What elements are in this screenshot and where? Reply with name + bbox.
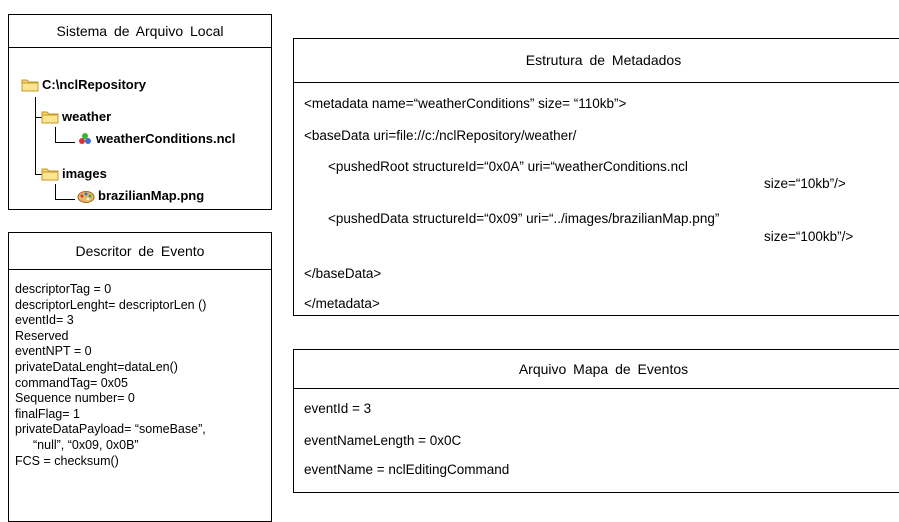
descriptor-line: finalFlag= 1 xyxy=(15,406,80,421)
root-folder-label: C:\nclRepository xyxy=(42,77,147,92)
brazilianmap-file-label: brazilianMap.png xyxy=(98,188,205,203)
weatherconditions-file-label: weatherConditions.ncl xyxy=(96,131,236,146)
descriptor-line: commandTag= 0x05 xyxy=(15,375,128,390)
event-name-line: eventName = nclEditingCommand xyxy=(304,462,510,477)
event-descriptor-title: Descritor de Evento xyxy=(9,233,271,270)
descriptor-line: descriptorLenght= descriptorLen () xyxy=(15,297,207,312)
descriptor-line: eventNPT = 0 xyxy=(15,344,92,359)
event-descriptor-panel: Descritor de Evento descriptorTag = 0 de… xyxy=(8,232,272,522)
basedata-open-tag: <baseData uri=file://c:/nclRepository/we… xyxy=(304,128,577,143)
descriptor-line: eventId= 3 xyxy=(15,313,74,328)
basedata-close-tag: </baseData> xyxy=(304,266,382,281)
metadata-close-tag: </metadata> xyxy=(304,296,380,311)
file-system-panel: Sistema de Arquivo Local C:\nclRepositor… xyxy=(8,14,272,210)
event-descriptor-body: descriptorTag = 0 descriptorLenght= desc… xyxy=(9,270,271,469)
tree-connector xyxy=(55,199,75,200)
tree-file-brazilianmap[interactable]: brazilianMap.png xyxy=(77,188,204,203)
folder-icon xyxy=(41,167,59,181)
event-id-line: eventId = 3 xyxy=(304,401,372,416)
tree-connector xyxy=(55,127,56,143)
pusheddata-tag: <pushedData structureId=“0x09” uri=“../i… xyxy=(328,211,720,226)
tree-connector xyxy=(35,97,36,175)
images-folder-label: images xyxy=(62,166,107,181)
descriptor-line: FCS = checksum() xyxy=(15,453,119,468)
tree-connector xyxy=(35,174,43,175)
pusheddata-size: size=“100kb”/> xyxy=(764,229,854,244)
event-map-panel: Arquivo Mapa de Eventos eventId = 3 even… xyxy=(293,349,899,493)
descriptor-line: privateDataLenght=dataLen() xyxy=(15,359,178,374)
descriptor-line: Reserved xyxy=(15,328,69,343)
descriptor-line: “null”, “0x09, 0x0B” xyxy=(33,437,139,452)
metadata-structure-title: Estrutura de Metadados xyxy=(294,39,899,83)
ncl-file-icon xyxy=(77,132,93,146)
weather-folder-label: weather xyxy=(62,109,112,124)
folder-icon xyxy=(41,110,59,124)
event-name-length-line: eventNameLength = 0x0C xyxy=(304,433,462,448)
descriptor-line: Sequence number= 0 xyxy=(15,391,135,406)
pushedroot-tag: <pushedRoot structureId=“0x0A” uri=“weat… xyxy=(328,159,688,174)
descriptor-line: descriptorTag = 0 xyxy=(15,282,112,296)
paint-palette-icon xyxy=(77,189,95,203)
tree-connector xyxy=(55,142,75,143)
tree-folder-weather[interactable]: weather xyxy=(41,109,111,124)
tree-folder-images[interactable]: images xyxy=(41,166,107,181)
metadata-structure-panel: Estrutura de Metadados <metadata name=“w… xyxy=(293,38,899,316)
tree-connector xyxy=(35,117,43,118)
tree-file-weatherconditions[interactable]: weatherConditions.ncl xyxy=(77,131,235,146)
event-map-title: Arquivo Mapa de Eventos xyxy=(294,350,899,389)
file-system-title: Sistema de Arquivo Local xyxy=(9,15,271,48)
descriptor-line: privateDataPayload= “someBase”, xyxy=(15,422,206,437)
folder-icon xyxy=(21,78,39,92)
tree-root-folder[interactable]: C:\nclRepository xyxy=(21,77,146,92)
pushedroot-size: size=“10kb”/> xyxy=(764,176,846,191)
tree-connector xyxy=(55,184,56,200)
metadata-open-tag: <metadata name=“weatherConditions” size=… xyxy=(304,96,627,111)
